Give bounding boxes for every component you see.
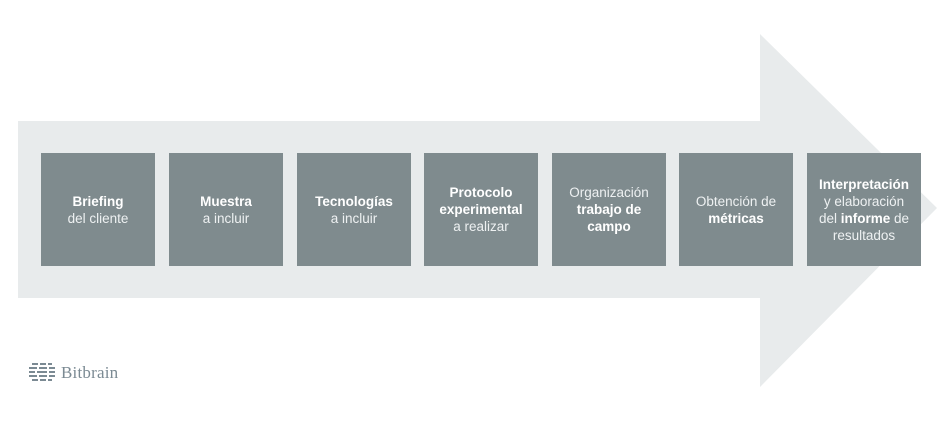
step-text-part: a realizar <box>453 219 509 234</box>
step-text-part: Interpretación <box>818 176 909 192</box>
bitbrain-logo: Bitbrain <box>29 361 118 385</box>
step-text-part: trabajo de <box>576 202 642 217</box>
step-text-part: Obtención de <box>695 193 777 209</box>
step-text-part: métricas <box>708 210 764 226</box>
step-text-part: del <box>818 210 841 226</box>
step-text-part: Organización <box>569 185 649 200</box>
step-text-part: y elaboración <box>823 193 905 209</box>
step-text-part: de <box>890 210 910 226</box>
bitbrain-logo-icon <box>29 363 55 381</box>
step-text-part: a incluir <box>330 210 378 226</box>
step-text-part: Muestra <box>200 193 252 209</box>
step-text: Protocolo experimental a realizar <box>439 184 522 235</box>
logo-name: Bitbrain <box>61 363 119 382</box>
step-text-part: del cliente <box>67 210 129 226</box>
step-text-part: experimental <box>439 202 523 217</box>
step-text: Organización trabajo de campo <box>569 184 649 235</box>
step-text-part: Briefing <box>72 193 124 209</box>
step-text-part: campo <box>587 219 631 234</box>
step-text-part: informe <box>840 210 891 226</box>
step-organizacion: Organización trabajo de campo <box>552 153 666 266</box>
step-text-part: a incluir <box>202 210 250 226</box>
step-protocolo: Protocolo experimental a realizar <box>424 153 538 266</box>
step-text-part: resultados <box>832 227 896 243</box>
step-text-part: Protocolo <box>449 185 513 200</box>
step-text-part: Tecnologías <box>315 193 393 209</box>
